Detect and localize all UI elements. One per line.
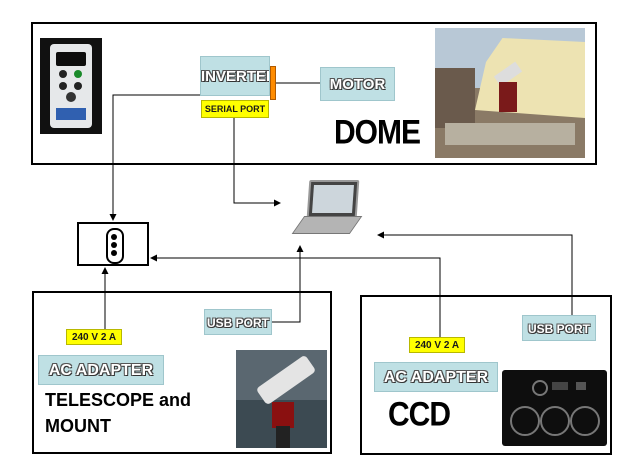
ccd-photo (502, 370, 607, 446)
telescope-ac-adapter-label: AC ADAPTER (38, 355, 164, 385)
telescope-title-line1: TELESCOPE and (45, 390, 192, 410)
serial-port-label: SERIAL PORT (201, 100, 269, 118)
ccd-ac-adapter-label: AC ADAPTER (374, 362, 498, 392)
ccd-usb-port-label: USB PORT (522, 315, 596, 341)
dome-photo (435, 28, 585, 158)
ccd-usb-wire (377, 231, 573, 315)
inverter-connector (270, 66, 276, 100)
telescope-photo (236, 350, 327, 448)
inverter-label: INVERTER (200, 56, 270, 96)
telescope-usb-port-label: USB PORT (204, 309, 272, 335)
telescope-power-rating: 240 V 2 A (66, 329, 122, 345)
telescope-title-line2: MOUNT (45, 416, 111, 436)
ccd-power-rating: 240 V 2 A (409, 337, 465, 353)
inverter-outlet-wire (109, 94, 200, 221)
dome-title: DOME (334, 113, 421, 152)
ccd-title: CCD (388, 395, 451, 434)
ccd-power-wire (150, 254, 441, 337)
serial-laptop-wire (233, 118, 281, 207)
wall-outlet (77, 222, 149, 266)
telescope-usb-wire (272, 245, 304, 323)
inverter-photo (40, 38, 102, 134)
motor-label: MOTOR (320, 67, 395, 101)
